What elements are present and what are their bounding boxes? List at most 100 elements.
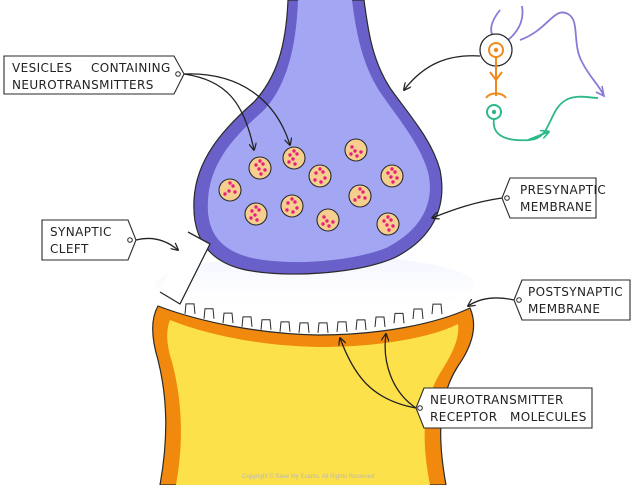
neurotransmitter-dot [350, 145, 354, 149]
arrow-vesicles-1 [183, 73, 254, 150]
neurotransmitter-dot [322, 215, 326, 219]
neurotransmitter-dot [292, 149, 296, 153]
vesicle [376, 212, 400, 236]
neurotransmitter-dot [231, 184, 235, 188]
arrow-presynaptic [432, 197, 503, 218]
receptor-molecule [241, 316, 253, 327]
neurotransmitter-dot [291, 210, 295, 214]
neurotransmitter-dot [313, 178, 317, 182]
label-presynaptic-membrane: PRESYNAPTIC MEMBRANE [501, 177, 606, 219]
postsynaptic-cytoplasm [167, 320, 459, 485]
neurotransmitter-dot [285, 208, 289, 212]
presynaptic-cytoplasm [207, 0, 430, 263]
neurotransmitter-dot [263, 168, 267, 172]
neurotransmitter-dot [361, 190, 365, 194]
label-postsynaptic-membrane: POSTSYNAPTIC MEMBRANE [513, 279, 631, 321]
vesicle [344, 138, 368, 162]
arrow-postsynaptic [468, 297, 515, 306]
neurotransmitter-dot [319, 180, 323, 184]
synaptic-cleft-area [155, 255, 475, 315]
receptor-molecule [222, 312, 234, 324]
neurotransmitter-dot [293, 200, 297, 204]
neurotransmitter-dot [314, 171, 318, 175]
neurotransmitter-dot [258, 159, 262, 163]
receptor-molecule [260, 319, 272, 330]
receptor-molecule [279, 321, 291, 332]
vesicle [282, 146, 306, 170]
postsynaptic-terminal [152, 305, 475, 485]
arrow-inset [404, 55, 481, 90]
label-postsynaptic-word-2: MEMBRANE [528, 302, 600, 316]
neurotransmitter-dot [353, 198, 357, 202]
neurotransmitter-dot [359, 150, 363, 154]
receptor-molecule [374, 316, 386, 328]
vesicle [348, 184, 372, 208]
receptor-molecule [336, 321, 348, 332]
neurotransmitter-dot [257, 167, 261, 171]
neurotransmitter-dot [325, 219, 329, 223]
label-synaptic-cleft: SYNAPTIC CLEFT [41, 219, 137, 261]
neurotransmitter-dot [393, 170, 397, 174]
neurotransmitter-dot [331, 220, 335, 224]
neurotransmitter-dot [391, 180, 395, 184]
neurotransmitter-dot [321, 222, 325, 226]
label-cleft-word-1: SYNAPTIC [50, 225, 112, 239]
copyright-text: Copyright © Save My Exams. All Rights Re… [242, 473, 374, 480]
arrow-vesicles-2 [183, 73, 290, 145]
neurotransmitter-dot [295, 152, 299, 156]
neurotransmitter-dot [385, 223, 389, 227]
neurotransmitter-dot [390, 167, 394, 171]
neurotransmitter-dot [287, 160, 291, 164]
neurotransmitter-dot [290, 197, 294, 201]
neuron-diagram-icon [479, 5, 606, 142]
receptor-molecule [203, 308, 215, 319]
presynaptic-terminal [193, 0, 443, 275]
neurotransmitter-dot [395, 176, 399, 180]
neurotransmitter-dot [357, 195, 361, 199]
receptor-molecule [393, 312, 405, 324]
neurotransmitter-dot [355, 154, 359, 158]
label-presynaptic-word-1: PRESYNAPTIC [520, 183, 606, 197]
neurotransmitter-dot [387, 228, 391, 232]
receptor-molecule [184, 303, 196, 314]
neurotransmitter-dot [259, 172, 263, 176]
neurotransmitter-dot [254, 205, 258, 209]
neurotransmitter-dot [228, 181, 232, 185]
label-vesicles-word-3: NEUROTRANSMITTERS [12, 78, 154, 92]
neurotransmitter-dot [363, 196, 367, 200]
neurotransmitter-dot [223, 192, 227, 196]
label-receptor-molecules: NEUROTRANSMITTER RECEPTOR MOLECULES [415, 387, 593, 429]
neurotransmitter-dot [321, 170, 325, 174]
label-cleft-word-2: CLEFT [50, 242, 89, 256]
receptor-molecule [317, 322, 329, 333]
neurotransmitter-dot [255, 218, 259, 222]
neurotransmitter-dot [295, 206, 299, 210]
arrow-receptor-1 [340, 338, 417, 409]
arrow-receptor-2 [385, 334, 417, 409]
vesicle [248, 156, 272, 180]
neurotransmitter-dot [349, 152, 353, 156]
neurotransmitter-dot [389, 175, 393, 179]
neurotransmitter-dot [358, 187, 362, 191]
vesicle [244, 202, 268, 226]
receptor-molecule [431, 303, 443, 315]
vesicle [308, 164, 332, 188]
neurotransmitter-dot [323, 176, 327, 180]
neurotransmitter-dot [250, 209, 254, 213]
vesicle [280, 194, 304, 218]
arrow-cleft [135, 237, 178, 250]
neurotransmitter-dot [233, 190, 237, 194]
neurotransmitter-dot [391, 224, 395, 228]
neurotransmitter-dot [327, 224, 331, 228]
neurotransmitter-dot [386, 215, 390, 219]
label-presynaptic-word-2: MEMBRANE [520, 200, 592, 214]
neurotransmitter-dot [291, 157, 295, 161]
receptor-molecule [412, 308, 424, 320]
neurotransmitter-dot [254, 163, 258, 167]
neurotransmitter-dot [353, 149, 357, 153]
neurotransmitter-dot [253, 213, 257, 217]
label-receptor-word-2: RECEPTOR [430, 410, 497, 424]
label-receptor-word-3: MOLECULES [510, 410, 587, 424]
neurotransmitter-dot [257, 208, 261, 212]
